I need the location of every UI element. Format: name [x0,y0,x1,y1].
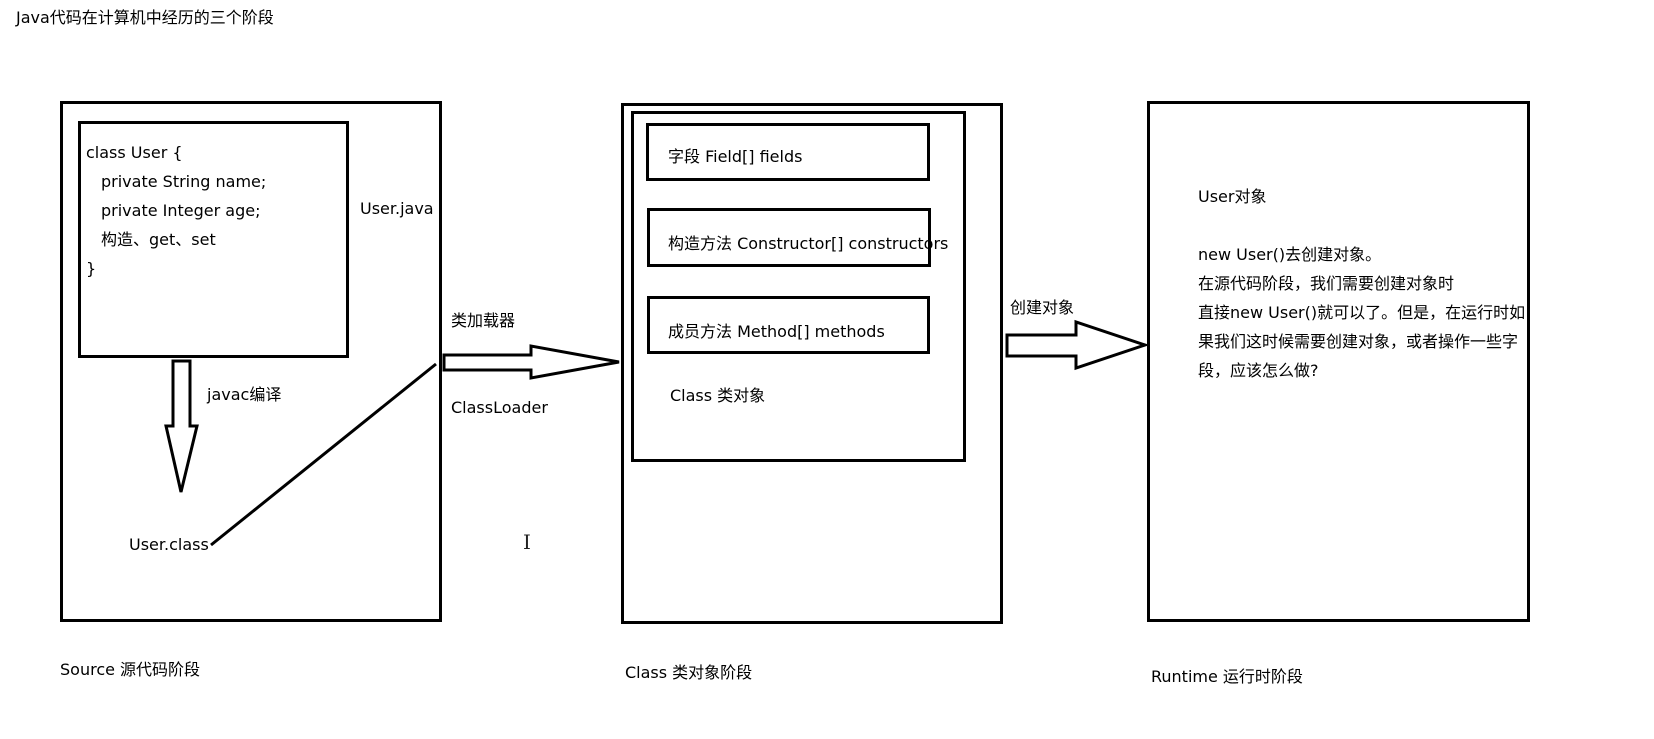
description-line: new User()去创建对象。 [1198,245,1382,264]
methods-box: 成员方法 Method[] methods [647,296,930,354]
code-line: private Integer age; [101,201,261,220]
loader-connector-line [210,362,437,547]
class-stage-caption: Class 类对象阶段 [625,663,753,682]
code-block: class User { private String name; privat… [86,138,266,283]
javac-compile-label: javac编译 [207,385,282,404]
user-class-label: User.class [129,535,209,554]
text-cursor-icon: I [523,530,531,554]
class-loader-label-cn: 类加载器 [451,311,516,330]
description-line: 直接new User()就可以了。但是，在运行时如 [1198,303,1526,322]
user-java-code-box: class User { private String name; privat… [78,121,349,358]
class-loader-arrow [442,344,620,380]
source-stage-box [60,101,442,622]
runtime-stage-caption: Runtime 运行时阶段 [1151,667,1303,686]
page-title: Java代码在计算机中经历的三个阶段 [16,8,274,27]
class-loader-label-en: ClassLoader [451,398,548,417]
description-line: 在源代码阶段，我们需要创建对象时 [1198,274,1455,293]
runtime-description: new User()去创建对象。 在源代码阶段，我们需要创建对象时 直接new … [1198,240,1525,385]
user-java-label: User.java [360,199,434,218]
create-object-arrow [1005,319,1150,371]
runtime-stage-box [1147,101,1530,622]
create-object-label: 创建对象 [1010,298,1075,317]
class-stage-box [621,103,1003,624]
fields-box: 字段 Field[] fields [646,123,930,181]
code-line: class User { [86,143,183,162]
source-stage-caption: Source 源代码阶段 [60,660,201,679]
code-line: private String name; [101,172,267,191]
code-line: 构造、get、set [101,230,216,249]
methods-label: 成员方法 Method[] methods [668,322,885,341]
description-line: 段，应该怎么做? [1198,361,1319,380]
class-object-label: Class 类对象 [670,386,766,405]
constructors-label: 构造方法 Constructor[] constructors [668,234,949,253]
fields-label: 字段 Field[] fields [668,147,803,166]
constructors-box: 构造方法 Constructor[] constructors [647,208,948,267]
user-object-label: User对象 [1198,187,1267,206]
class-object-box [631,111,966,462]
code-line: } [86,259,97,278]
compile-down-arrow [164,359,199,493]
description-line: 果我们这时候需要创建对象，或者操作一些字 [1198,332,1519,351]
